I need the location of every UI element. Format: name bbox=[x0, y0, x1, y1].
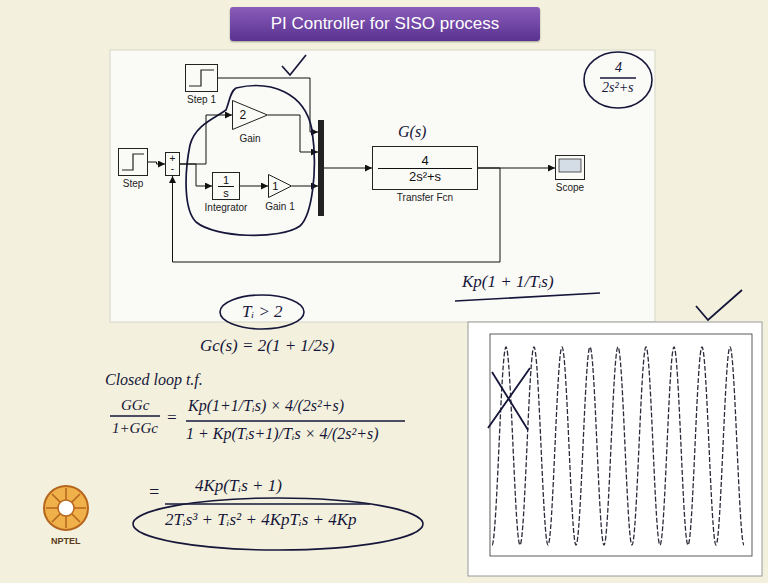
gain-triangle bbox=[232, 100, 268, 130]
block-label: Step bbox=[123, 178, 144, 190]
oscillation-curve bbox=[492, 347, 744, 545]
block-text: 2s²+s bbox=[409, 169, 441, 184]
handwritten-note: = bbox=[148, 482, 160, 504]
handwritten-note: 1 + Kp(Tᵢs+1)/Tᵢs × 4/(2s²+s) bbox=[186, 424, 379, 443]
fraction-bar bbox=[186, 420, 405, 421]
block-label: Gain 1 bbox=[265, 201, 294, 213]
signal-wire bbox=[268, 115, 318, 152]
block-text: 1 bbox=[223, 174, 229, 186]
fraction-bar bbox=[165, 503, 370, 504]
block-label: Integrator bbox=[205, 202, 248, 214]
signal-line bbox=[180, 164, 212, 186]
signal-wire bbox=[292, 186, 318, 187]
fraction-bar bbox=[110, 415, 160, 416]
hand-drawn-circle bbox=[133, 498, 423, 550]
block-body: 2 bbox=[232, 100, 254, 130]
handwritten-note: 1+GGc bbox=[112, 419, 158, 437]
scope-icon bbox=[559, 159, 581, 172]
handwritten-note: Kp(1 + 1/Tᵢs) bbox=[462, 272, 554, 292]
block-text: s bbox=[223, 187, 229, 199]
plot-axes bbox=[490, 334, 752, 556]
block-label: Transfer Fcn bbox=[397, 192, 453, 204]
signal-line bbox=[173, 168, 501, 262]
cross-mark bbox=[488, 368, 530, 430]
handwritten-note: 4Kp(Tᵢs + 1) bbox=[195, 476, 282, 496]
hand-drawn-stroke bbox=[455, 293, 600, 301]
step-block: Step 1 bbox=[185, 64, 218, 92]
block-text: 2 bbox=[239, 108, 246, 122]
block-text: 1 bbox=[272, 180, 278, 192]
signal-wire bbox=[324, 168, 372, 169]
slide-title: PI Controller for SISO process bbox=[230, 7, 540, 41]
block-body: 1 bbox=[268, 174, 282, 198]
triangle-outline bbox=[233, 101, 268, 130]
check-mark bbox=[282, 55, 306, 75]
handwritten-note: GGc bbox=[121, 396, 149, 414]
sign-symbol: + bbox=[170, 154, 176, 164]
signal-line bbox=[180, 115, 232, 164]
handwritten-note: Tᵢ > 2 bbox=[242, 302, 283, 322]
scope-block: Scope bbox=[555, 155, 585, 180]
handwritten-note: 2Tᵢs³ + Tᵢs² + 4KpTᵢs + 4Kp bbox=[165, 510, 357, 530]
block-label: Gain bbox=[239, 133, 260, 145]
signal-line bbox=[148, 162, 165, 164]
triangle-outline bbox=[269, 175, 292, 198]
sign-symbol: - bbox=[171, 164, 174, 174]
fraction-bar bbox=[218, 186, 234, 187]
block-label: Step 1 bbox=[187, 94, 216, 106]
simulink-canvas bbox=[110, 50, 655, 322]
step-icon bbox=[122, 154, 144, 170]
block-label: Scope bbox=[556, 182, 584, 194]
fraction-bar bbox=[600, 77, 636, 78]
handwritten-note: Kp(1+1/Tᵢs) × 4/(2s²+s) bbox=[188, 396, 344, 415]
hand-drawn-circle bbox=[220, 295, 304, 329]
check-mark bbox=[696, 290, 742, 320]
logo-emblem bbox=[46, 488, 86, 528]
handwritten-note: Closed loop t.f. bbox=[105, 370, 203, 389]
handwritten-note: Gc(s) = 2(1 + 1/2s) bbox=[200, 336, 334, 356]
gain-triangle bbox=[268, 174, 292, 198]
block-body: 1s bbox=[213, 173, 239, 199]
block-body bbox=[556, 156, 584, 179]
hand-drawn-circle bbox=[584, 52, 652, 108]
plot-frame bbox=[468, 322, 762, 576]
logo-emblem bbox=[58, 500, 74, 516]
handwritten-note: 2s²+s bbox=[602, 80, 634, 97]
block-body bbox=[119, 149, 147, 175]
step-icon bbox=[189, 70, 214, 86]
block-body: 42s²+s bbox=[373, 147, 477, 189]
sum-block: +- bbox=[165, 152, 180, 176]
handwritten-note: G(s) bbox=[398, 122, 426, 141]
step-block: Step bbox=[118, 148, 148, 176]
handwritten-note: = bbox=[166, 408, 177, 428]
hand-drawn-loop bbox=[186, 86, 314, 236]
logo-emblem bbox=[44, 486, 88, 530]
transfer-function-block: 42s²+sTransfer Fcn bbox=[372, 146, 478, 190]
integrator-block: 1sIntegrator bbox=[212, 172, 240, 200]
signal-line bbox=[240, 186, 268, 187]
handwritten-note: 4 bbox=[615, 60, 622, 77]
block-body bbox=[186, 65, 217, 91]
logo-text: NPTEL bbox=[51, 536, 81, 547]
mux-bar bbox=[318, 120, 324, 216]
gain-block: 1Gain 1 bbox=[268, 174, 292, 198]
gain-block: 2Gain bbox=[232, 100, 268, 130]
block-body: +- bbox=[166, 153, 179, 175]
block-text: 4 bbox=[421, 153, 428, 168]
fraction-bar bbox=[378, 168, 472, 169]
